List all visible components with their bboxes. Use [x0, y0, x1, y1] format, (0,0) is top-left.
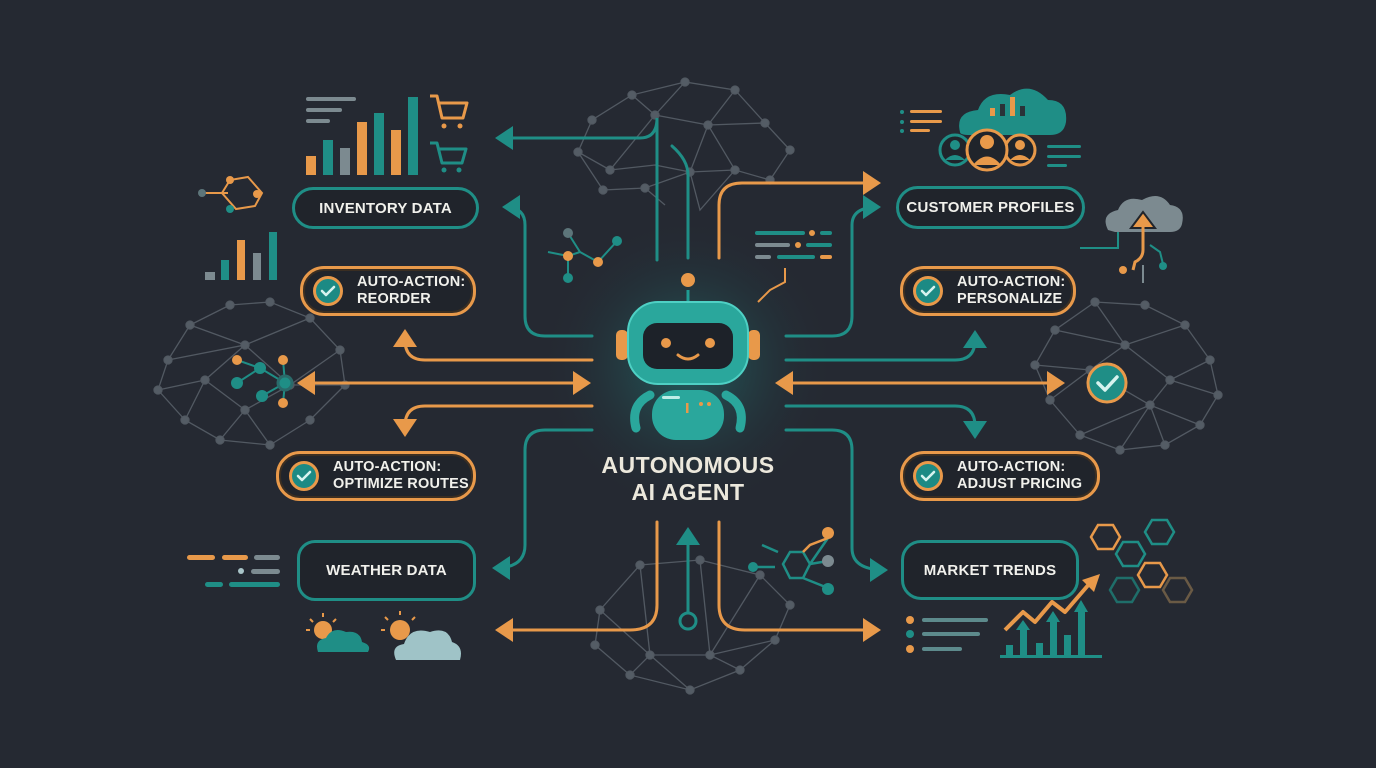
weather-data-node[interactable]: WEATHER DATA — [297, 540, 476, 601]
action-prefix: AUTO-ACTION: — [957, 459, 1066, 475]
auto-action-reorder[interactable]: AUTO-ACTION:REORDER — [300, 266, 476, 316]
check-circle-icon — [313, 276, 343, 306]
agent-title-line2: AI AGENT — [631, 479, 745, 505]
check-circle-icon — [1086, 362, 1128, 404]
cloud-upload-icon — [1080, 196, 1183, 283]
check-circle-icon — [289, 461, 319, 491]
robot-agent-icon — [616, 273, 760, 440]
action-prefix: AUTO-ACTION: — [957, 274, 1066, 290]
bar-chart-icon — [306, 97, 418, 175]
action-label: ADJUST PRICING — [957, 476, 1083, 492]
auto-action-personalize[interactable]: AUTO-ACTION:PERSONALIZE — [900, 266, 1076, 316]
action-label: OPTIMIZE ROUTES — [333, 476, 469, 492]
customer-profiles-label: CUSTOMER PROFILES — [906, 199, 1075, 216]
cloud-analytics-icon — [900, 88, 1081, 167]
customer-profiles-node[interactable]: CUSTOMER PROFILES — [896, 186, 1085, 229]
user-group-icon — [938, 128, 1037, 172]
auto-action-optimize-routes[interactable]: AUTO-ACTION:OPTIMIZE ROUTES — [276, 451, 476, 501]
shopping-cart-icon — [430, 94, 469, 173]
agent-title-line1: AUTONOMOUS — [601, 452, 775, 478]
action-label: REORDER — [357, 291, 431, 307]
molecule-node-icon — [198, 175, 277, 280]
weather-data-label: WEATHER DATA — [326, 562, 447, 579]
hexagon-cluster-icon — [1089, 518, 1194, 604]
trend-up-icon — [906, 574, 1102, 658]
agent-title: AUTONOMOUS AI AGENT — [560, 452, 816, 506]
action-prefix: AUTO-ACTION: — [357, 274, 466, 290]
check-circle-icon — [913, 276, 943, 306]
sun-cloud-icon — [187, 555, 461, 660]
auto-action-adjust-pricing[interactable]: AUTO-ACTION:ADJUST PRICING — [900, 451, 1100, 501]
action-label: PERSONALIZE — [957, 291, 1063, 307]
inventory-data-node[interactable]: INVENTORY DATA — [292, 187, 479, 229]
inventory-data-label: INVENTORY DATA — [319, 199, 452, 217]
market-trends-label: MARKET TRENDS — [923, 561, 1057, 579]
action-prefix: AUTO-ACTION: — [333, 459, 442, 475]
check-circle-icon — [913, 461, 943, 491]
market-trends-node[interactable]: MARKET TRENDS — [901, 540, 1079, 600]
